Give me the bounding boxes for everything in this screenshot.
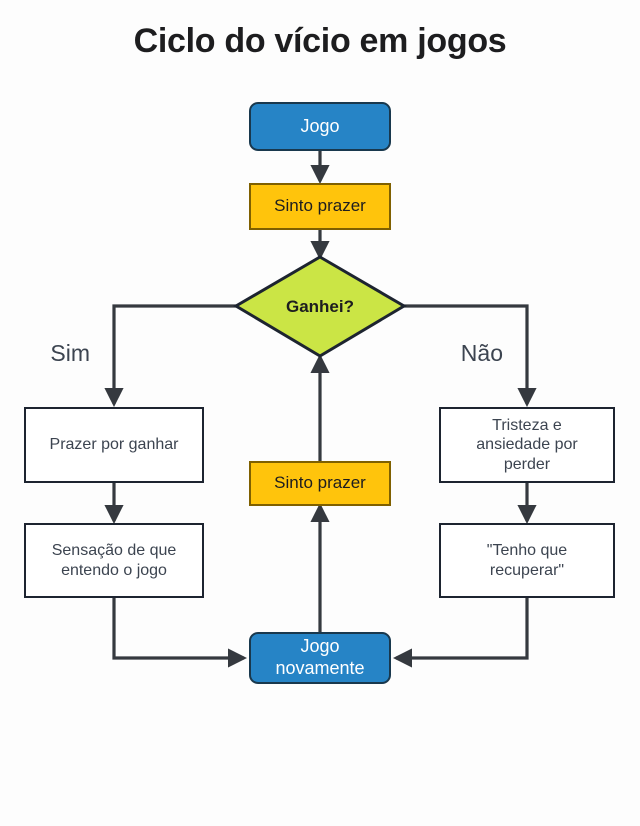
node-sensacao-entendo-label: Sensação de que entendo o jogo	[51, 541, 177, 579]
node-tenho-que-recuperar-label: "Tenho que recuperar"	[486, 541, 568, 579]
page-title: Ciclo do vício em jogos	[133, 22, 507, 60]
node-sensacao-entendo[interactable]: Sensação de que entendo o jogo	[24, 523, 204, 598]
node-ganhei-diamond[interactable]	[233, 255, 407, 358]
edge-recuperar-to-jogo-novamente	[392, 598, 529, 668]
node-sinto-prazer-mid-label: Sinto prazer	[274, 473, 366, 493]
node-tenho-que-recuperar[interactable]: "Tenho que recuperar"	[439, 523, 615, 598]
node-prazer-por-ganhar-label: Prazer por ganhar	[49, 436, 179, 454]
node-jogo-novamente[interactable]: Jogo novamente	[249, 632, 391, 684]
node-jogo-label: Jogo	[300, 115, 340, 136]
node-tristeza-ansiedade-label: Tristeza e ansiedade por perder	[476, 416, 578, 473]
node-prazer-por-ganhar[interactable]: Prazer por ganhar	[24, 407, 204, 483]
node-sinto-prazer-top-label: Sinto prazer	[274, 196, 366, 216]
edge-label-sim: Sim	[50, 340, 90, 366]
node-jogo[interactable]: Jogo	[249, 102, 391, 151]
node-sinto-prazer-mid[interactable]: Sinto prazer	[249, 461, 391, 506]
edge-sensacao-to-jogo-novamente	[112, 598, 248, 668]
node-jogo-novamente-label: Jogo novamente	[275, 636, 365, 678]
node-tristeza-ansiedade[interactable]: Tristeza e ansiedade por perder	[439, 407, 615, 483]
node-ganhei-label: Ganhei?	[285, 297, 354, 316]
edge-ganhei-nao	[404, 304, 537, 408]
edge-ganhei-sim	[104, 304, 236, 408]
node-sinto-prazer-top[interactable]: Sinto prazer	[249, 183, 391, 230]
edge-label-nao: Não	[460, 340, 503, 366]
